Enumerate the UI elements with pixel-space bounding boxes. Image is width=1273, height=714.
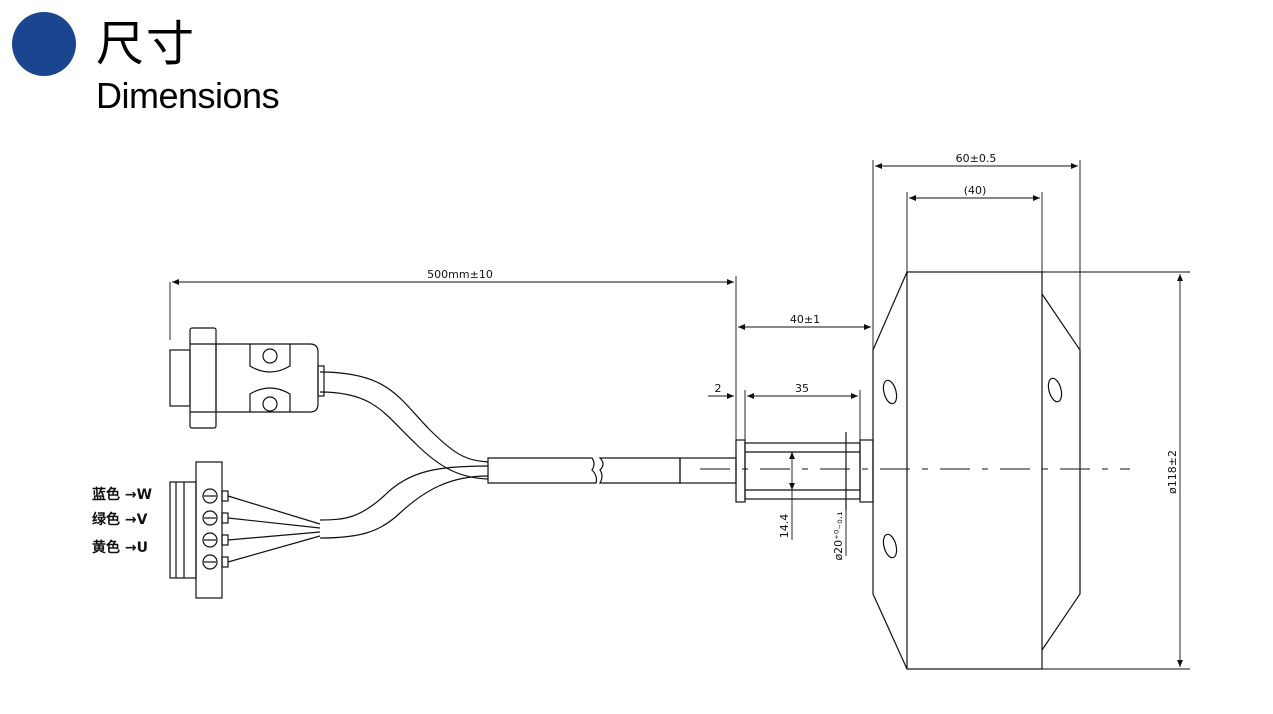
wire-label-u: 黄色 →U — [92, 539, 148, 556]
dim-motor-width: 60±0.5 — [956, 152, 997, 165]
dim-motor-diameter: ø118±2 — [1166, 450, 1179, 494]
dim-shaft-height: 14.4 — [778, 514, 791, 539]
motor-shaft — [735, 432, 874, 510]
terminal-block — [169, 461, 229, 599]
page-title-en: Dimensions — [96, 75, 280, 116]
wire-label-v: 绿色 →V — [92, 511, 148, 528]
cable-jacket — [487, 457, 737, 484]
dim-shaft-length: 40±1 — [790, 313, 820, 326]
wire-label-w: 蓝色 →W — [92, 486, 152, 503]
dim-flange-thickness: 2 — [715, 382, 722, 395]
dim-cable-length: 500mm±10 — [427, 268, 493, 281]
dsub-connector — [169, 327, 325, 429]
dim-motor-inner-width: (40) — [964, 184, 987, 197]
page-title-cn: 尺寸 — [96, 16, 197, 72]
title-bullet-icon — [12, 12, 76, 76]
dim-shaft-inner: 35 — [795, 382, 809, 395]
motor-body — [872, 271, 1081, 670]
dim-shaft-diameter: ø20⁺⁰₋₀.₁ — [832, 511, 845, 560]
